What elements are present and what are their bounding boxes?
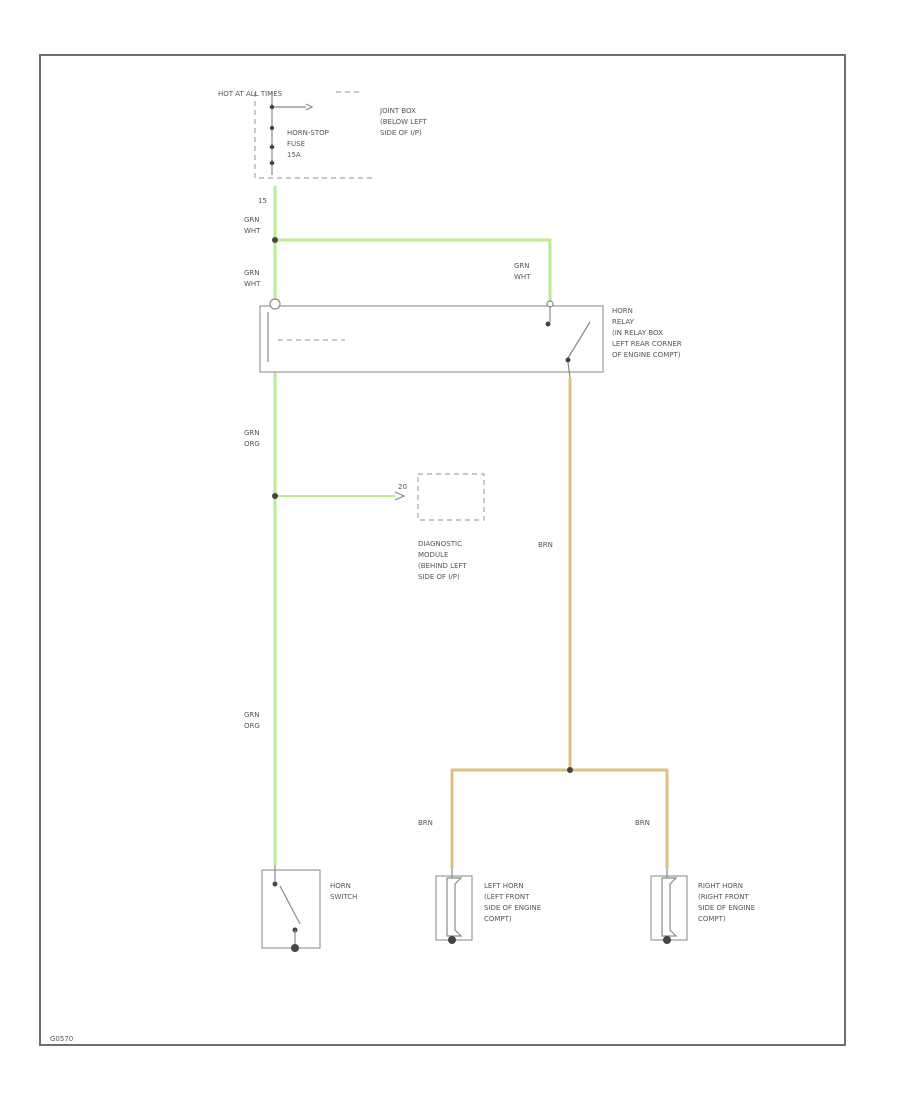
wire-label-wht: WHT: [244, 280, 261, 288]
relay-contact-dot: [565, 357, 571, 363]
fuse-panel-outline: [254, 92, 372, 179]
horn-icon: [446, 877, 463, 937]
right-horn-label-3: SIDE OF ENGINE: [698, 904, 755, 912]
fuse-terminal-dot: [269, 144, 275, 150]
fuse-arrow: [305, 103, 314, 111]
grn-wht-wire-branch: [275, 238, 552, 304]
fuse-label-2: FUSE: [287, 140, 305, 148]
relay-label-3: (IN RELAY BOX: [612, 329, 663, 337]
relay-label-1: HORN: [612, 307, 633, 315]
ground-icon: [448, 936, 456, 944]
diagram-frame: [39, 54, 846, 1046]
relay-label-5: OF ENGINE COMPT): [612, 351, 681, 359]
left-horn-label-1: LEFT HORN: [484, 882, 524, 890]
right-horn-label-4: COMPT): [698, 915, 726, 923]
fuse-terminal-label: 15: [258, 197, 267, 205]
fuse-terminal-dot: [269, 125, 275, 131]
relay-label-4: LEFT REAR CORNER: [612, 340, 682, 348]
wire-label-grn: GRN: [244, 269, 260, 277]
ground-icon: [663, 936, 671, 944]
relay-terminal: [269, 298, 281, 310]
ground-icon: [291, 944, 299, 952]
left-horn-box: [435, 875, 473, 941]
diagnostic-label-2: MODULE: [418, 551, 448, 559]
splice-dot: [272, 493, 278, 499]
figure-id: G0570: [50, 1035, 73, 1043]
left-horn-label-3: SIDE OF ENGINE: [484, 904, 541, 912]
wire-label-grn: GRN: [514, 262, 530, 270]
right-horn-label-1: RIGHT HORN: [698, 882, 743, 890]
fuse-label-3: 15A: [287, 151, 301, 159]
wire-label-grn: GRN: [244, 216, 260, 224]
left-horn: LEFT HORN (LEFT FRONT SIDE OF ENGINE COM…: [435, 868, 541, 944]
right-horn: RIGHT HORN (RIGHT FRONT SIDE OF ENGINE C…: [650, 868, 755, 944]
wire-label-org: ORG: [244, 722, 260, 730]
left-horn-label-2: (LEFT FRONT: [484, 893, 530, 901]
fuse-panel-title: HOT AT ALL TIMES: [218, 90, 283, 98]
relay-switch-blade: [567, 321, 591, 359]
switch-contact-dot: [272, 881, 278, 887]
diagnostic-pin-label: 20: [398, 483, 407, 491]
right-horn-box: [650, 875, 688, 941]
fuse-terminal-dot: [269, 160, 275, 166]
horn-switch-label-1: HORN: [330, 882, 351, 890]
wire-label-grn: GRN: [244, 429, 260, 437]
horn-relay-box: [259, 305, 604, 373]
horn-icon: [661, 877, 678, 937]
horn-switch-box: [261, 869, 321, 949]
brn-wire-left-horn: [450, 768, 570, 868]
fuse-terminal-dot: [269, 104, 275, 110]
joint-box-label-2: (BELOW LEFT: [380, 118, 427, 126]
wire-label-grn: GRN: [244, 711, 260, 719]
diagnostic-label-4: SIDE OF I/P): [418, 573, 460, 581]
splice-dot: [567, 767, 573, 773]
wire-label-brn: BRN: [418, 819, 433, 827]
diagnostic-module-box: [417, 473, 485, 521]
joint-box-label-3: SIDE OF I/P): [380, 129, 422, 137]
horn-switch-label-2: SWITCH: [330, 893, 357, 901]
relay-output-line: [567, 361, 571, 379]
splice-dot: [272, 237, 278, 243]
right-horn-label-2: (RIGHT FRONT: [698, 893, 749, 901]
wire-label-wht: WHT: [514, 273, 531, 281]
wire-label-brn: BRN: [635, 819, 650, 827]
wire-label-org: ORG: [244, 440, 260, 448]
joint-box-label-1: JOINT BOX: [379, 107, 416, 115]
horn-relay: HORN RELAY (IN RELAY BOX LEFT REAR CORNE…: [259, 298, 682, 379]
relay-label-2: RELAY: [612, 318, 635, 326]
green-wires: [273, 186, 552, 866]
left-horn-label-4: COMPT): [484, 915, 512, 923]
brn-wire-right-horn: [570, 768, 669, 868]
wire-label-brn: BRN: [538, 541, 553, 549]
brown-wires: [450, 378, 669, 868]
switch-blade: [279, 885, 301, 925]
wire-label-wht: WHT: [244, 227, 261, 235]
fuse-panel: HOT AT ALL TIMES JOINT BOX (BELOW LEFT S…: [218, 90, 427, 205]
diagnostic-label-1: DIAGNOSTIC: [418, 540, 462, 548]
fuse-label-1: HORN-STOP: [287, 129, 329, 137]
diagnostic-module: 20 DIAGNOSTIC MODULE (BEHIND LEFT SIDE O…: [394, 473, 485, 581]
diagnostic-label-3: (BEHIND LEFT: [418, 562, 467, 570]
relay-contact-dot: [545, 321, 551, 327]
diagnostic-pin-arrow: [394, 491, 406, 501]
horn-switch: HORN SWITCH: [261, 866, 357, 952]
